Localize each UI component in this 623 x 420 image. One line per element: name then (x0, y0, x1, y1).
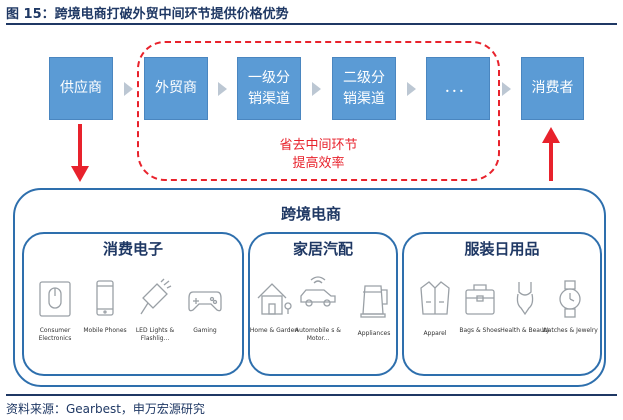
title-rule (6, 23, 617, 25)
savings-line2: 提高效率 (292, 156, 345, 171)
swimsuit-icon (507, 278, 543, 320)
trader-label: 外贸商 (155, 80, 197, 96)
category-label: Consumer Electronics (38, 327, 72, 342)
savings-line1: 省去中间环节 (279, 138, 358, 153)
more-levels-label: ．．． (444, 80, 472, 96)
level1-label-line2: 销渠道 (248, 90, 290, 107)
category-label: Watches & Jewelry (542, 327, 598, 334)
jacket-icon (417, 278, 453, 320)
chevron-right-icon (218, 82, 227, 96)
level2-label-line1: 二级分 (343, 69, 385, 86)
level2-label-line2: 销渠道 (343, 90, 385, 107)
category-label: Appliances (357, 330, 391, 337)
mouse-icon (37, 278, 73, 320)
gamepad-icon (187, 278, 223, 320)
ecommerce-title: 跨境电商 (280, 205, 341, 223)
down-arrow-icon (71, 124, 89, 182)
home-auto-group (248, 232, 398, 376)
watch-icon (552, 278, 588, 320)
bag-icon (462, 278, 498, 320)
figure-title: 图 15：跨境电商打破外贸中间环节提供价格优势 (6, 7, 289, 22)
category-label: Apparel (423, 330, 447, 337)
electronics-title: 消费电子 (102, 240, 163, 258)
consumer-box: 消费者 (521, 57, 584, 120)
car-icon (298, 274, 338, 316)
level1-distribution-box: 一级分 销渠道 (237, 57, 301, 120)
category-label: Automobile s & Motor... (295, 327, 341, 342)
source-note: 资料来源：Gearbest，申万宏源研究 (6, 402, 205, 416)
supplier-label: 供应商 (60, 80, 102, 96)
chevron-right-icon (502, 82, 511, 96)
consumer-label: 消费者 (531, 80, 574, 96)
apparel-group (402, 232, 602, 376)
kettle-icon (357, 278, 393, 320)
category-label: Gaming (193, 327, 217, 334)
category-label: LED Lights & Flashlig... (135, 327, 175, 342)
cross-border-ecommerce-frame (13, 188, 606, 387)
category-label: Health & Beauty (500, 327, 550, 334)
level2-distribution-box: 二级分 销渠道 (332, 57, 396, 120)
chevron-right-icon (407, 82, 416, 96)
house-icon (256, 278, 292, 320)
home-auto-title: 家居汽配 (292, 240, 353, 258)
intermediary-dashed-frame (137, 41, 500, 181)
mobile-phone-icon (87, 278, 123, 320)
up-arrow-icon (542, 127, 560, 181)
category-label: Home & Garden (249, 327, 299, 334)
apparel-title: 服装日用品 (464, 240, 540, 258)
electronics-group (22, 232, 244, 376)
supplier-box: 供应商 (49, 57, 113, 120)
source-rule (6, 394, 617, 396)
level1-label-line1: 一级分 (248, 69, 290, 86)
chevron-right-icon (312, 82, 321, 96)
flashlight-icon (137, 278, 173, 320)
category-label: Mobile Phones (83, 327, 127, 334)
chevron-right-icon (124, 82, 133, 96)
category-label: Bags & Shoes (459, 327, 501, 334)
